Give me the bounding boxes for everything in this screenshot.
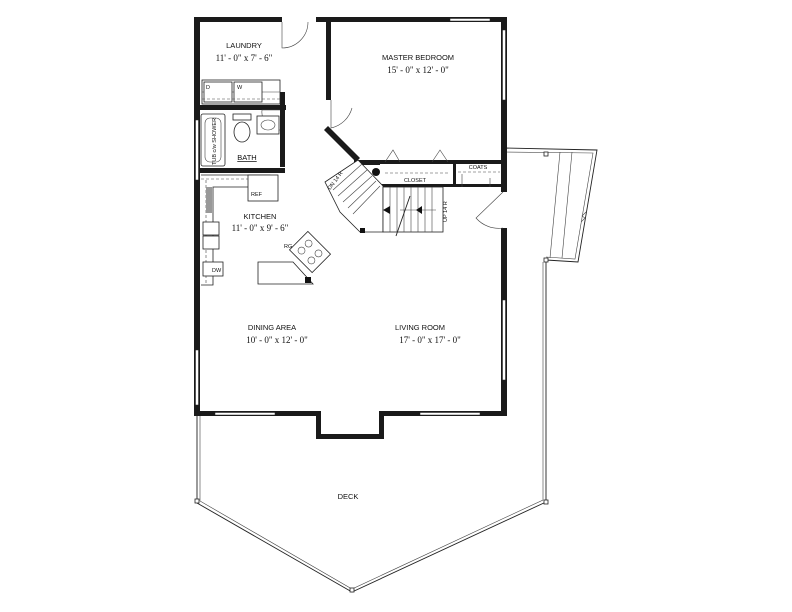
stair-up-label: UP 14 R — [443, 201, 449, 222]
living-room-dims: 17' - 0" x 17' - 0" — [399, 335, 461, 345]
range-label: RG — [284, 244, 292, 250]
laundry-name: LAUNDRY — [226, 41, 262, 50]
laundry-fixtures: D W — [201, 79, 281, 105]
dining-area-dims: 10' - 0" x 12' - 0" — [246, 335, 308, 345]
bath-fixtures: TUB c/w SHOWER — [200, 113, 280, 167]
tub-label: TUB c/w SHOWER — [212, 118, 218, 165]
master-bedroom-dims: 15' - 0" x 12' - 0" — [387, 65, 449, 75]
living-room-name: LIVING ROOM — [395, 323, 445, 332]
deck-outline — [194, 147, 598, 593]
master-bedroom-name: MASTER BEDROOM — [382, 53, 454, 62]
deck-name: DECK — [338, 492, 359, 501]
kitchen-fixtures: REF DW RG — [201, 174, 332, 286]
washer-label: W — [237, 85, 243, 91]
dining-area-name: DINING AREA — [248, 323, 296, 332]
staircase: DN 14 R UP 14 R — [324, 159, 491, 237]
closet-label: CLOSET — [404, 178, 427, 184]
exterior-walls — [194, 17, 507, 439]
kitchen-dims: 11' - 0" x 9' - 6" — [232, 223, 289, 233]
bath-name: BATH — [237, 153, 256, 162]
laundry-dims: 11' - 0" x 7' - 6" — [216, 53, 273, 63]
dryer-label: D — [206, 85, 210, 91]
coats-label: COATS — [469, 165, 488, 171]
kitchen-name: KITCHEN — [244, 212, 277, 221]
ref-label: REF — [251, 192, 263, 198]
interior-walls — [200, 22, 503, 187]
dw-label: DW — [212, 268, 222, 274]
